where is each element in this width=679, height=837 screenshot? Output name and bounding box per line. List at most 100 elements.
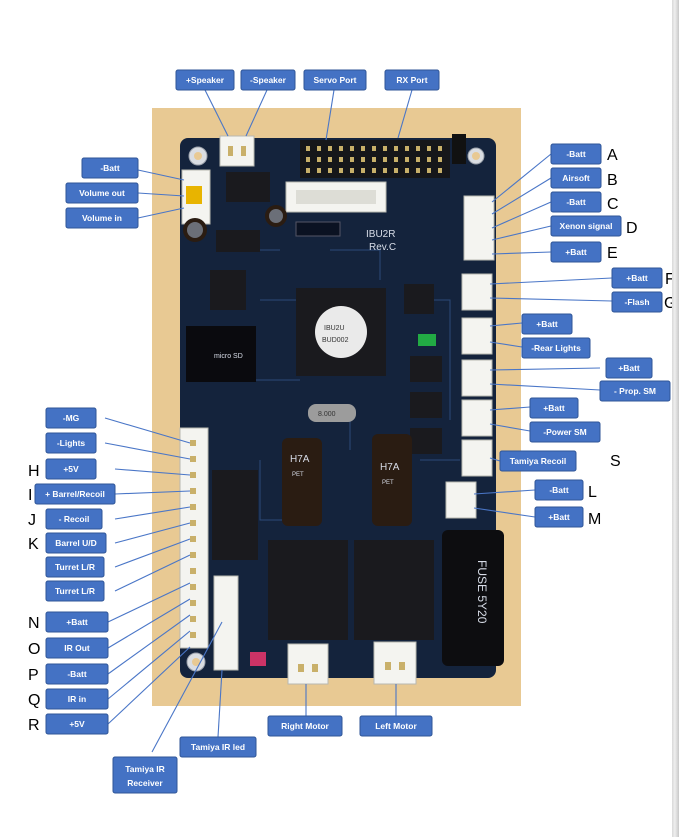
label-batt-pos-f: +Batt xyxy=(611,267,663,289)
label-left-motor: Left Motor xyxy=(359,715,433,737)
connector-power-sm xyxy=(461,399,493,437)
svg-text:+Batt: +Batt xyxy=(543,403,565,413)
header-pins xyxy=(306,146,442,173)
mosfet-1 xyxy=(410,356,442,382)
mosfet-2 xyxy=(410,392,442,418)
svg-text:Airsoft: Airsoft xyxy=(562,173,590,183)
chip-small-2 xyxy=(210,270,246,310)
label-turret-lr-2: Turret L/R xyxy=(45,580,105,602)
jumper-block xyxy=(452,134,466,164)
board-photo: IBU2R Rev.C IBU2U BUD002 micro SD 8.000 … xyxy=(152,108,521,706)
leader-lines xyxy=(104,89,613,753)
label-right-motor: Right Motor xyxy=(267,715,343,737)
svg-text:+Batt: +Batt xyxy=(565,247,587,257)
left-connector-pins xyxy=(190,440,196,638)
letter-d: D xyxy=(626,220,638,237)
svg-text:-Rear Lights: -Rear Lights xyxy=(531,343,581,353)
chip-marking-2: BUD002 xyxy=(322,337,349,344)
label-volume-out: Volume out xyxy=(65,182,139,204)
label-airsoft: Airsoft xyxy=(550,167,602,189)
motor-pin xyxy=(399,662,405,670)
letter-i: I xyxy=(28,487,32,504)
letter-k: K xyxy=(28,536,39,553)
voltage-regulator xyxy=(404,284,434,314)
volume-potentiometer xyxy=(186,186,202,204)
svg-text:Left Motor: Left Motor xyxy=(375,721,417,731)
header-small xyxy=(295,221,341,237)
letter-o: O xyxy=(28,641,40,658)
cap-series-2: PET xyxy=(382,480,394,486)
sd-card-slot xyxy=(186,326,256,382)
connector-rear-lights xyxy=(461,317,493,355)
label-batt-neg-l: -Batt xyxy=(534,479,584,501)
svg-text:Turret L/R: Turret L/R xyxy=(55,562,95,572)
svg-text:Turret L/R: Turret L/R xyxy=(55,586,95,596)
motor-pin xyxy=(298,664,304,672)
connector-left-motor xyxy=(373,641,417,685)
speaker-pin xyxy=(228,146,233,156)
letter-s: S xyxy=(610,453,621,470)
motor-pin xyxy=(312,664,318,672)
label-tamiya-ir-receiver: Tamiya IR Receiver xyxy=(112,756,178,794)
label-speaker-pos: +Speaker xyxy=(175,69,235,91)
expansion-connector-slot xyxy=(296,190,376,204)
label-volume-in: Volume in xyxy=(65,207,139,229)
letter-n: N xyxy=(28,615,40,632)
svg-text:Volume in: Volume in xyxy=(82,213,122,223)
letter-q: Q xyxy=(28,692,40,709)
label-ir-in: IR in xyxy=(45,688,109,710)
label-turret-lr-1: Turret L/R xyxy=(45,556,105,578)
label-batt-pos-power: +Batt xyxy=(529,397,579,419)
label-batt-pos-e: +Batt xyxy=(550,241,602,263)
chip-small xyxy=(216,230,260,252)
svg-text:-Batt: -Batt xyxy=(549,485,569,495)
label-barrel-ud: Barrel U/D xyxy=(45,532,107,554)
capacitor-small-top xyxy=(187,222,203,238)
svg-text:- Prop. SM: - Prop. SM xyxy=(614,386,656,396)
letter-h: H xyxy=(28,463,40,480)
label-lights-neg: -Lights xyxy=(45,432,97,454)
connector-prop-sm xyxy=(461,359,493,397)
label-xenon-signal: Xenon signal xyxy=(550,215,622,237)
letter-r: R xyxy=(28,717,40,734)
status-led xyxy=(418,334,436,346)
connector-right-motor xyxy=(287,643,329,685)
fuse-holder xyxy=(442,530,504,666)
letter-c: C xyxy=(607,196,619,213)
microcontroller-sticker xyxy=(315,306,367,358)
crystal-marking: 8.000 xyxy=(318,411,336,418)
letter-e: E xyxy=(607,245,618,262)
svg-text:-MG: -MG xyxy=(63,413,80,423)
svg-text:Xenon signal: Xenon signal xyxy=(560,221,613,231)
connector-fg xyxy=(461,273,493,311)
crystal xyxy=(308,404,356,422)
svg-text:+Batt: +Batt xyxy=(66,617,88,627)
svg-text:-Lights: -Lights xyxy=(57,438,86,448)
speaker-connector xyxy=(219,135,255,167)
label-rx-port: RX Port xyxy=(384,69,440,91)
label-batt-neg-p: -Batt xyxy=(45,663,109,685)
label-recoil-neg: - Recoil xyxy=(45,508,103,530)
label-servo-port: Servo Port xyxy=(303,69,367,91)
cap-marking-1: H7A xyxy=(290,454,310,465)
label-tamiya-ir-led: Tamiya IR led xyxy=(179,736,257,758)
label-batt-neg-c: -Batt xyxy=(550,191,602,213)
jumper-pink xyxy=(250,652,266,666)
label-mg-neg: -MG xyxy=(45,407,97,429)
chip-marking-1: IBU2U xyxy=(324,325,345,332)
dip-chip xyxy=(212,470,258,560)
mounting-hole-bottom-left-center xyxy=(192,658,200,666)
svg-text:+Batt: +Batt xyxy=(626,273,648,283)
pin-letters: A B C D E F G S L M H I J K N O P Q R xyxy=(28,147,672,734)
document-page-edge xyxy=(672,0,679,837)
letter-b: B xyxy=(607,172,618,189)
mosfet-3 xyxy=(410,428,442,454)
label-barrel-recoil: + Barrel/Recoil xyxy=(34,483,116,505)
svg-text:-Batt: -Batt xyxy=(566,197,586,207)
svg-text:+Batt: +Batt xyxy=(536,319,558,329)
letter-g: G xyxy=(664,295,672,312)
svg-text:+ Barrel/Recoil: + Barrel/Recoil xyxy=(45,489,105,499)
connector-batt-lm xyxy=(445,481,477,519)
letter-a: A xyxy=(607,147,618,164)
